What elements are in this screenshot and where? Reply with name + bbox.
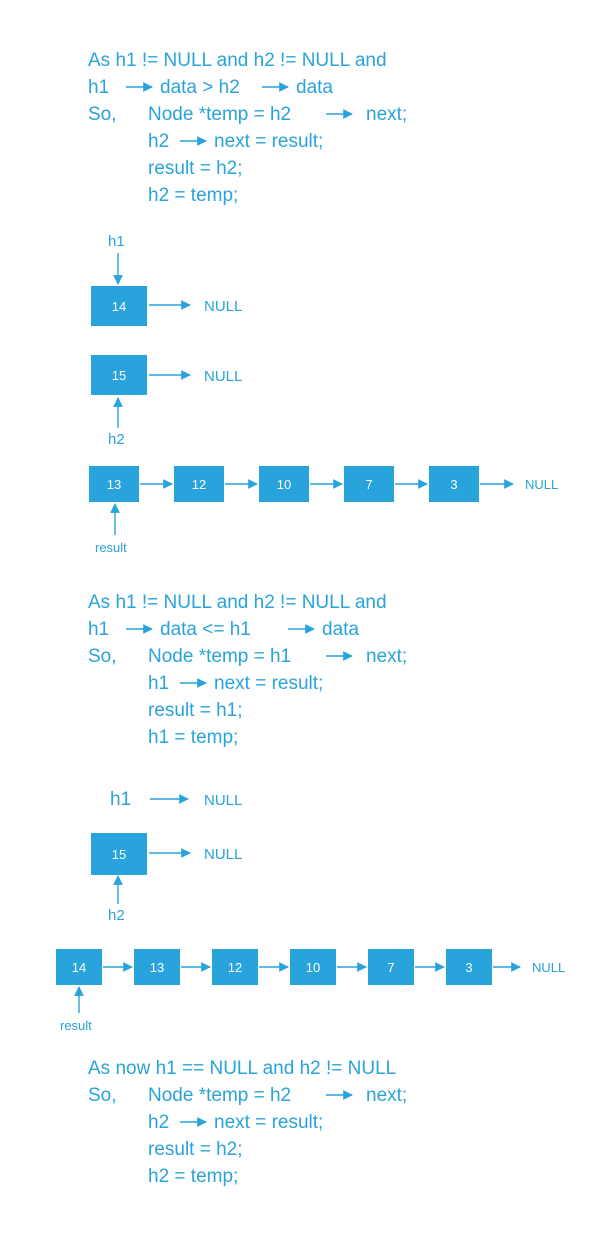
step2-condition-data-compare: data <= h1 (160, 619, 251, 640)
list-node (89, 466, 139, 502)
list-node (290, 949, 336, 985)
pointer-label-h1: h1 (110, 789, 131, 810)
pointer-label-result: result (95, 540, 127, 555)
step1-code-line2-h2: h2 (148, 131, 169, 152)
step1-condition-line1: As h1 != NULL and h2 != NULL and (88, 50, 387, 71)
null-label: NULL (204, 368, 242, 385)
step2-code-line2: next = result; (214, 673, 323, 694)
list-node (429, 466, 479, 502)
null-label: NULL (204, 298, 242, 315)
step2-code-line4: h1 = temp; (148, 727, 238, 748)
step3-code-line3: result = h2; (148, 1139, 243, 1160)
node-value: 14 (72, 960, 86, 975)
list-node (259, 466, 309, 502)
step1-so: So, (88, 104, 117, 125)
step3-condition-line1: As now h1 == NULL and h2 != NULL (88, 1058, 396, 1079)
node-value: 14 (112, 299, 126, 314)
pointer-label-result: result (60, 1018, 92, 1033)
node-value: 12 (192, 477, 206, 492)
step1-condition-data: data (296, 77, 333, 98)
step3-code-line4: h2 = temp; (148, 1166, 238, 1187)
null-label: NULL (204, 846, 242, 863)
step2-so: So, (88, 646, 117, 667)
diagram1: h1 14 NULL 15 NULL h2 13 12 10 7 3 NULL resul… (89, 233, 558, 555)
step1-code: As h1 != NULL and h2 != NULL and h1 data… (88, 50, 407, 206)
node-value: 3 (450, 477, 457, 492)
step1-condition-data-compare: data > h2 (160, 77, 240, 98)
step2-condition-line1: As h1 != NULL and h2 != NULL and (88, 592, 387, 613)
step2-condition-h1: h1 (88, 619, 109, 640)
step2-code-line3: result = h1; (148, 700, 243, 721)
node-h2 (91, 355, 147, 395)
step3-code-line2: next = result; (214, 1112, 323, 1133)
node-value: 7 (365, 477, 372, 492)
node-value: 10 (306, 960, 320, 975)
pointer-label-h1: h1 (108, 233, 125, 250)
list-node (134, 949, 180, 985)
step1-code-line4: h2 = temp; (148, 185, 238, 206)
node-h2 (91, 833, 147, 875)
null-label: NULL (532, 960, 565, 975)
step1-code-line1: Node *temp = h2 (148, 104, 291, 125)
step1-code-line3: result = h2; (148, 158, 243, 179)
null-label: NULL (204, 792, 242, 809)
pointer-label-h2: h2 (108, 431, 125, 448)
step2-code-line1: Node *temp = h1 (148, 646, 291, 667)
diagram2: h1 NULL 15 NULL h2 14 13 12 10 7 3 NULL result (56, 789, 565, 1033)
step1-code-line2: next = result; (214, 131, 323, 152)
step3-code-line1: Node *temp = h2 (148, 1085, 291, 1106)
step2-condition-data: data (322, 619, 359, 640)
list-node (174, 466, 224, 502)
step1-condition-h1: h1 (88, 77, 109, 98)
list-node (344, 466, 394, 502)
node-value: 15 (112, 368, 126, 383)
null-label: NULL (525, 477, 558, 492)
step1-code-line1-next: next; (366, 104, 407, 125)
pointer-label-h2: h2 (108, 907, 125, 924)
step3-so: So, (88, 1085, 117, 1106)
node-value: 13 (150, 960, 164, 975)
step3-code: As now h1 == NULL and h2 != NULL So, Nod… (88, 1058, 407, 1187)
result-list-2: 14 13 12 10 7 3 NULL (56, 949, 565, 985)
node-value: 13 (107, 477, 121, 492)
step3-code-line1-next: next; (366, 1085, 407, 1106)
result-list-1: 13 12 10 7 3 NULL (89, 466, 558, 502)
node-value: 12 (228, 960, 242, 975)
node-value: 3 (465, 960, 472, 975)
list-node (368, 949, 414, 985)
step3-code-line2-h2: h2 (148, 1112, 169, 1133)
step2-code-line2-h1: h1 (148, 673, 169, 694)
node-value: 7 (387, 960, 394, 975)
step2-code: As h1 != NULL and h2 != NULL and h1 data… (88, 592, 407, 748)
node-h1 (91, 286, 147, 326)
step2-code-line1-next: next; (366, 646, 407, 667)
list-node (212, 949, 258, 985)
list-node (446, 949, 492, 985)
list-node (56, 949, 102, 985)
node-value: 15 (112, 847, 126, 862)
node-value: 10 (277, 477, 291, 492)
